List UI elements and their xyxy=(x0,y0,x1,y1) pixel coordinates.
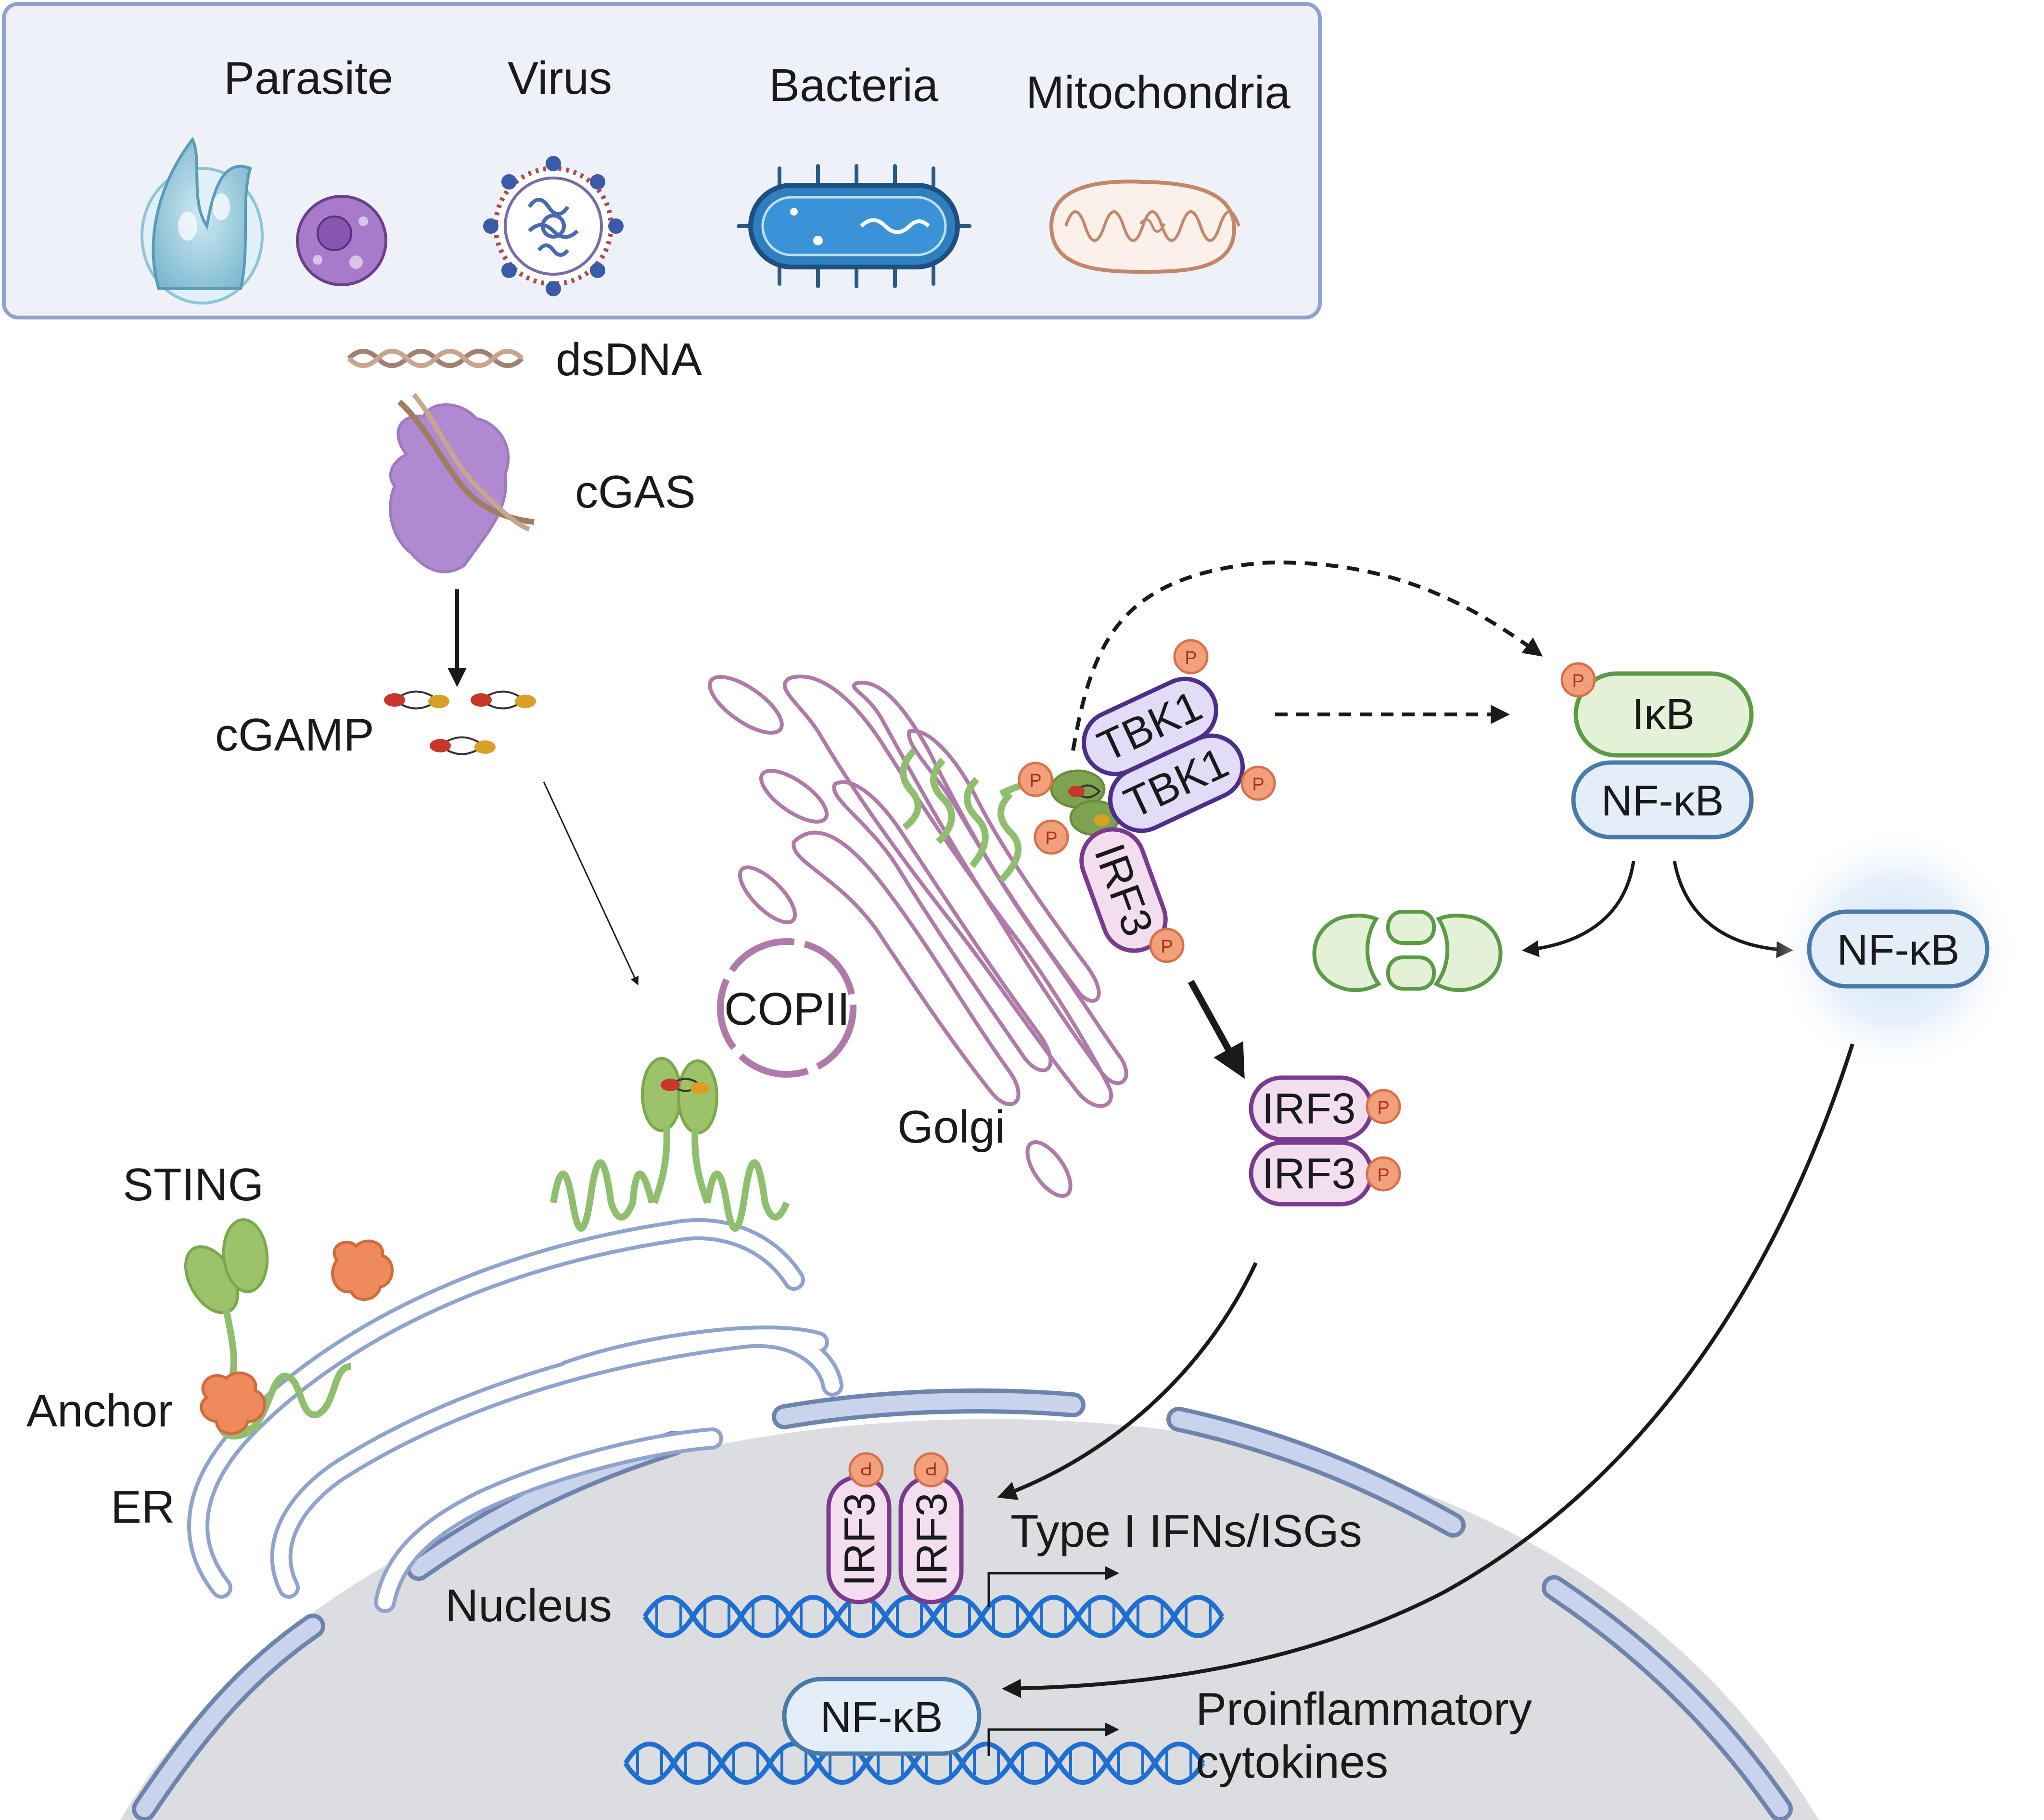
nfkb-nuclear-translocation-arrow xyxy=(1002,1043,1854,1698)
ifn-transcription-arrow xyxy=(987,1566,1119,1607)
cgamp-molecule-icon xyxy=(384,690,536,755)
cgas-enzyme-icon xyxy=(389,393,535,573)
svg-text:P: P xyxy=(1029,771,1041,791)
sting-golgi-head-icon xyxy=(1050,769,1120,836)
cgas-label: cGAS xyxy=(575,466,696,518)
proteasome-degradation-icon xyxy=(1312,910,1503,993)
cytokine-transcription-arrow xyxy=(987,1722,1119,1756)
irf3-dimer-protein-2: IRF3 xyxy=(1249,1140,1374,1207)
nucleus-label: Nucleus xyxy=(445,1580,612,1631)
golgi-apparatus xyxy=(708,675,1128,1198)
cgamp-to-sting-arrow xyxy=(543,781,639,986)
cgamp-label: cGAMP xyxy=(215,709,374,761)
parasite-label: Parasite xyxy=(224,52,393,104)
nfkb-complex-label: NF-κB xyxy=(1601,777,1724,825)
irf3-nuclear-label-2: IRF3 xyxy=(908,1492,956,1586)
svg-text:P: P xyxy=(1572,671,1584,691)
dna-helix-cytokine-gene xyxy=(623,1742,1205,1785)
phospho-group: P xyxy=(1366,1089,1401,1124)
nfkb-complex-protein: NF-κB xyxy=(1571,760,1754,840)
golgi-label: Golgi xyxy=(897,1101,1005,1153)
phospho-group: P xyxy=(1240,765,1276,801)
irf3-dimer-label-1: IRF3 xyxy=(1262,1085,1355,1133)
mitochondria-label: Mitochondria xyxy=(1026,67,1290,118)
svg-text:P: P xyxy=(1252,775,1264,795)
irf3-nuclear-label-1: IRF3 xyxy=(836,1492,884,1586)
er-label: ER xyxy=(111,1481,175,1533)
tbk1-to-ikb-dashed-arc-arrow xyxy=(1071,560,1543,751)
phospho-group: P xyxy=(1018,762,1053,797)
virus-icon xyxy=(483,156,624,296)
irf3-nuclear-translocation-arrow xyxy=(997,1262,1258,1500)
dsdna-icon xyxy=(347,349,524,368)
phospho-group: P xyxy=(1560,662,1596,698)
sting-label: STING xyxy=(123,1159,264,1210)
svg-text:P: P xyxy=(1045,828,1057,849)
proinflammatory-label-line1: Proinflammatory xyxy=(1196,1683,1532,1735)
nfkb-nuclear-label: NF-κB xyxy=(820,1693,943,1742)
phospho-group: P xyxy=(1173,639,1209,675)
sting-golgi-icon xyxy=(900,748,1099,883)
irf3-dimerization-arrow xyxy=(1188,980,1245,1079)
ikb-label: IκB xyxy=(1632,690,1695,738)
phospho-group: P xyxy=(848,1452,884,1488)
ikb-degradation-arrow xyxy=(1522,861,1635,957)
svg-text:P: P xyxy=(1185,648,1197,668)
mitochondria-icon xyxy=(1049,179,1240,274)
svg-text:P: P xyxy=(1377,1165,1389,1185)
phospho-group: P xyxy=(1034,819,1069,855)
svg-text:P: P xyxy=(1377,1098,1389,1118)
endoplasmic-reticulum xyxy=(187,1218,843,1613)
sting-active-icon xyxy=(550,1057,790,1232)
irf3-dimer-protein-1: IRF3 xyxy=(1249,1075,1374,1142)
anchor-protein-icon xyxy=(200,1239,394,1435)
svg-text:P: P xyxy=(1161,937,1173,957)
nfkb-free-label: NF-κB xyxy=(1837,926,1960,974)
phospho-group: P xyxy=(1366,1156,1401,1192)
bacteria-icon xyxy=(737,164,971,288)
irf3-dimer-label-2: IRF3 xyxy=(1262,1150,1355,1198)
svg-text:P: P xyxy=(860,1458,872,1478)
phospho-group: P xyxy=(913,1452,949,1488)
type-i-ifns-label: Type I IFNs/ISGs xyxy=(1010,1505,1362,1557)
dsdna-label: dsDNA xyxy=(556,334,702,385)
nfkb-nuclear-protein: NF-κB xyxy=(782,1677,982,1756)
copii-label: COPII xyxy=(724,983,850,1035)
nfkb-free-protein: NF-κB xyxy=(1771,825,2021,1075)
irf3-nuclear-protein-1: IRF3 xyxy=(826,1475,892,1604)
copii-vesicle xyxy=(717,938,856,1078)
parasite-icon xyxy=(141,137,387,305)
bacteria-label: Bacteria xyxy=(769,60,939,111)
dna-helix-ifn-gene xyxy=(642,1595,1225,1638)
proinflammatory-label-line2: cytokines xyxy=(1196,1736,1388,1788)
svg-text:P: P xyxy=(925,1458,937,1478)
virus-label: Virus xyxy=(508,52,612,104)
ikb-protein: IκB xyxy=(1573,671,1754,758)
anchor-label: Anchor xyxy=(26,1385,173,1437)
phospho-group: P xyxy=(1149,928,1185,963)
irf3-nuclear-protein-2: IRF3 xyxy=(898,1475,964,1604)
nfkb-release-arrow xyxy=(1673,861,1793,958)
